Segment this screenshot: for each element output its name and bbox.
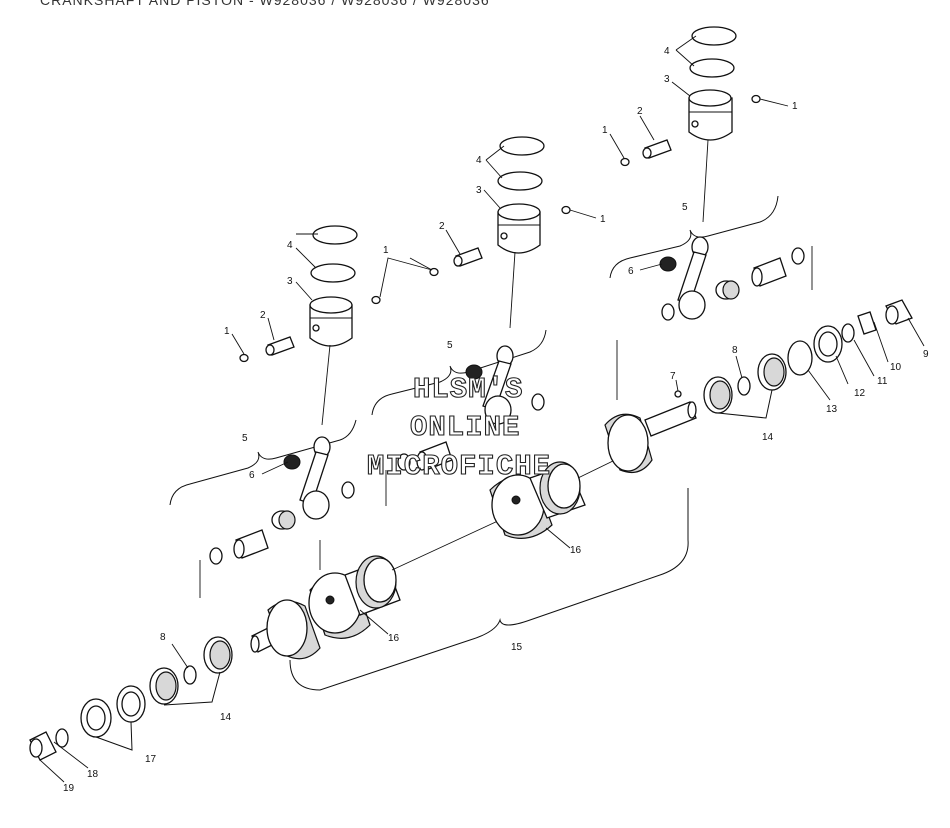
callout-14: 14 xyxy=(220,712,232,723)
connecting-rod-right xyxy=(609,195,813,400)
snap-ring xyxy=(787,340,813,376)
o-ring xyxy=(737,376,751,396)
callout-2: 2 xyxy=(439,221,445,232)
callout-11: 11 xyxy=(877,376,888,387)
callout-1: 1 xyxy=(600,214,606,225)
circlip xyxy=(371,295,381,305)
piston-ring xyxy=(691,26,737,46)
callout-14: 14 xyxy=(762,432,774,443)
callout-8: 8 xyxy=(160,632,166,643)
callout-18: 18 xyxy=(87,769,99,780)
callout-numbers: 4 3 2 1 1 5 6 4 3 2 1 5 4 3 2 1 1 5 6 7 … xyxy=(63,46,929,794)
callout-7: 7 xyxy=(670,371,676,382)
callout-16: 16 xyxy=(388,633,400,644)
callout-16: 16 xyxy=(570,545,582,556)
callout-5: 5 xyxy=(682,202,688,213)
circlip xyxy=(561,205,571,215)
piston-ring xyxy=(689,58,735,78)
callout-9: 9 xyxy=(923,349,929,360)
o-ring xyxy=(183,665,197,685)
piston xyxy=(688,97,733,141)
piston-assembly-left xyxy=(239,225,433,426)
callout-12: 12 xyxy=(854,388,866,399)
piston-ring xyxy=(312,225,358,245)
piston-assembly-right xyxy=(620,26,761,223)
callout-4: 4 xyxy=(287,240,293,251)
o-ring xyxy=(841,323,855,343)
callout-2: 2 xyxy=(260,310,266,321)
callout-1: 1 xyxy=(792,101,798,112)
callout-1: 1 xyxy=(224,326,230,337)
leader-lines xyxy=(39,35,925,783)
watermark-line-2: ONLINE xyxy=(409,410,521,444)
callout-1: 1 xyxy=(602,125,608,136)
callout-17: 17 xyxy=(145,754,157,765)
piston-ring xyxy=(310,263,356,283)
piston-ring xyxy=(499,136,545,156)
piston xyxy=(309,304,353,347)
circlip xyxy=(751,94,761,104)
thrust-washer xyxy=(791,247,805,265)
watermark-line-3: MICROFICHE xyxy=(366,449,552,483)
connecting-rod-left xyxy=(169,419,357,598)
callout-5: 5 xyxy=(242,433,248,444)
callout-4: 4 xyxy=(476,155,482,166)
callout-19: 19 xyxy=(63,783,75,794)
o-ring xyxy=(55,728,69,748)
thrust-washer xyxy=(209,547,223,565)
needle-bearing xyxy=(659,256,677,272)
callout-13: 13 xyxy=(826,404,838,415)
spacer xyxy=(857,311,877,335)
circlip xyxy=(239,353,249,363)
right-bearing-stack xyxy=(674,299,913,414)
callout-3: 3 xyxy=(287,276,293,287)
callout-3: 3 xyxy=(664,74,670,85)
callout-15: 15 xyxy=(511,642,523,653)
needle-bearing xyxy=(465,364,483,380)
piston-assembly-middle xyxy=(429,136,571,329)
bracket-14-left xyxy=(163,671,221,706)
piston-ring xyxy=(497,171,543,191)
piston xyxy=(497,211,541,254)
key xyxy=(674,390,682,398)
callout-6: 6 xyxy=(628,266,634,277)
callout-8: 8 xyxy=(732,345,738,356)
thrust-washer xyxy=(397,453,411,471)
callout-5: 5 xyxy=(447,340,453,351)
thrust-washer xyxy=(531,393,545,411)
watermark-line-1: HLSM'S xyxy=(412,372,524,406)
crankshaft xyxy=(250,401,697,660)
callout-6: 6 xyxy=(249,470,255,481)
callout-1: 1 xyxy=(383,245,389,256)
circlip xyxy=(429,267,439,277)
bracket-15 xyxy=(289,488,689,691)
diagram-title: CRANKSHAFT AND PISTON - W928036 / W92803… xyxy=(40,0,490,8)
bracket-14-right xyxy=(717,389,773,419)
callout-10: 10 xyxy=(890,362,902,373)
callout-4: 4 xyxy=(664,46,670,57)
thrust-washer xyxy=(341,481,355,499)
callout-2: 2 xyxy=(637,106,643,117)
bracket-17 xyxy=(95,721,133,751)
needle-bearing xyxy=(283,454,301,470)
callout-3: 3 xyxy=(476,185,482,196)
connecting-rod-middle xyxy=(371,329,547,506)
circlip xyxy=(620,157,630,167)
left-bearing-stack xyxy=(29,636,233,761)
thrust-washer xyxy=(661,303,675,321)
